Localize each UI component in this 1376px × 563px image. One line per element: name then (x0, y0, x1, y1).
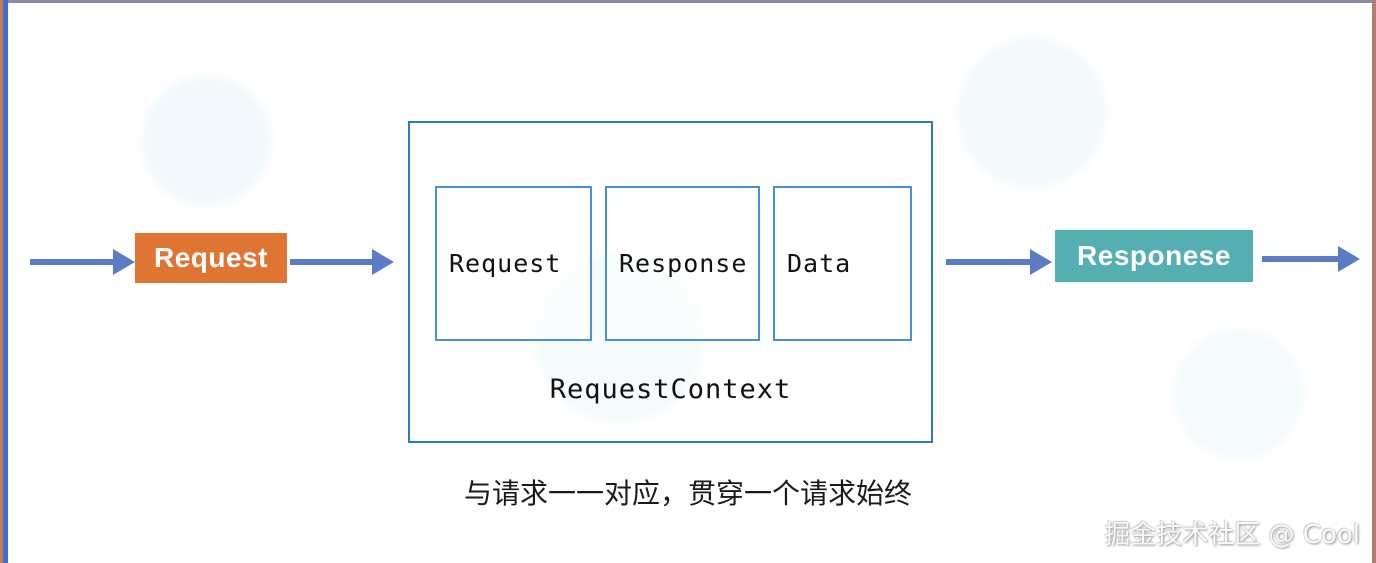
arrow-line (30, 259, 113, 265)
arrow-context-to-response-icon (946, 249, 1052, 275)
arrow-head-icon (1338, 246, 1360, 272)
arrow-head-icon (113, 249, 135, 275)
arrow-out-icon (1262, 246, 1360, 272)
request-node-label: Request (154, 242, 268, 273)
context-item-request: Request (435, 186, 592, 341)
arrow-head-icon (1030, 249, 1052, 275)
context-item-response: Response (605, 186, 760, 341)
request-context-label: RequestContext (549, 374, 792, 405)
caption-text: 与请求一一对应，贯穿一个请求始终 (463, 477, 912, 510)
response-node-label: Responese (1077, 240, 1231, 271)
request-node: Request (135, 233, 287, 283)
response-node: Responese (1055, 230, 1253, 282)
request-context-container: Request Response Data RequestContext (408, 121, 933, 443)
context-item-data: Data (773, 186, 912, 341)
watermark-text: 掘金技术社区 @ Cool (1104, 520, 1360, 550)
arrow-in-icon (30, 249, 135, 275)
arrow-request-to-context-icon (290, 249, 394, 275)
context-item-request-label: Request (449, 249, 562, 278)
context-item-data-label: Data (787, 249, 852, 278)
arrow-line (946, 259, 1030, 265)
arrow-line (1262, 256, 1338, 262)
arrow-head-icon (372, 249, 394, 275)
frame-top-edge (0, 0, 1376, 3)
context-item-response-label: Response (619, 249, 748, 278)
arrow-line (290, 259, 372, 265)
